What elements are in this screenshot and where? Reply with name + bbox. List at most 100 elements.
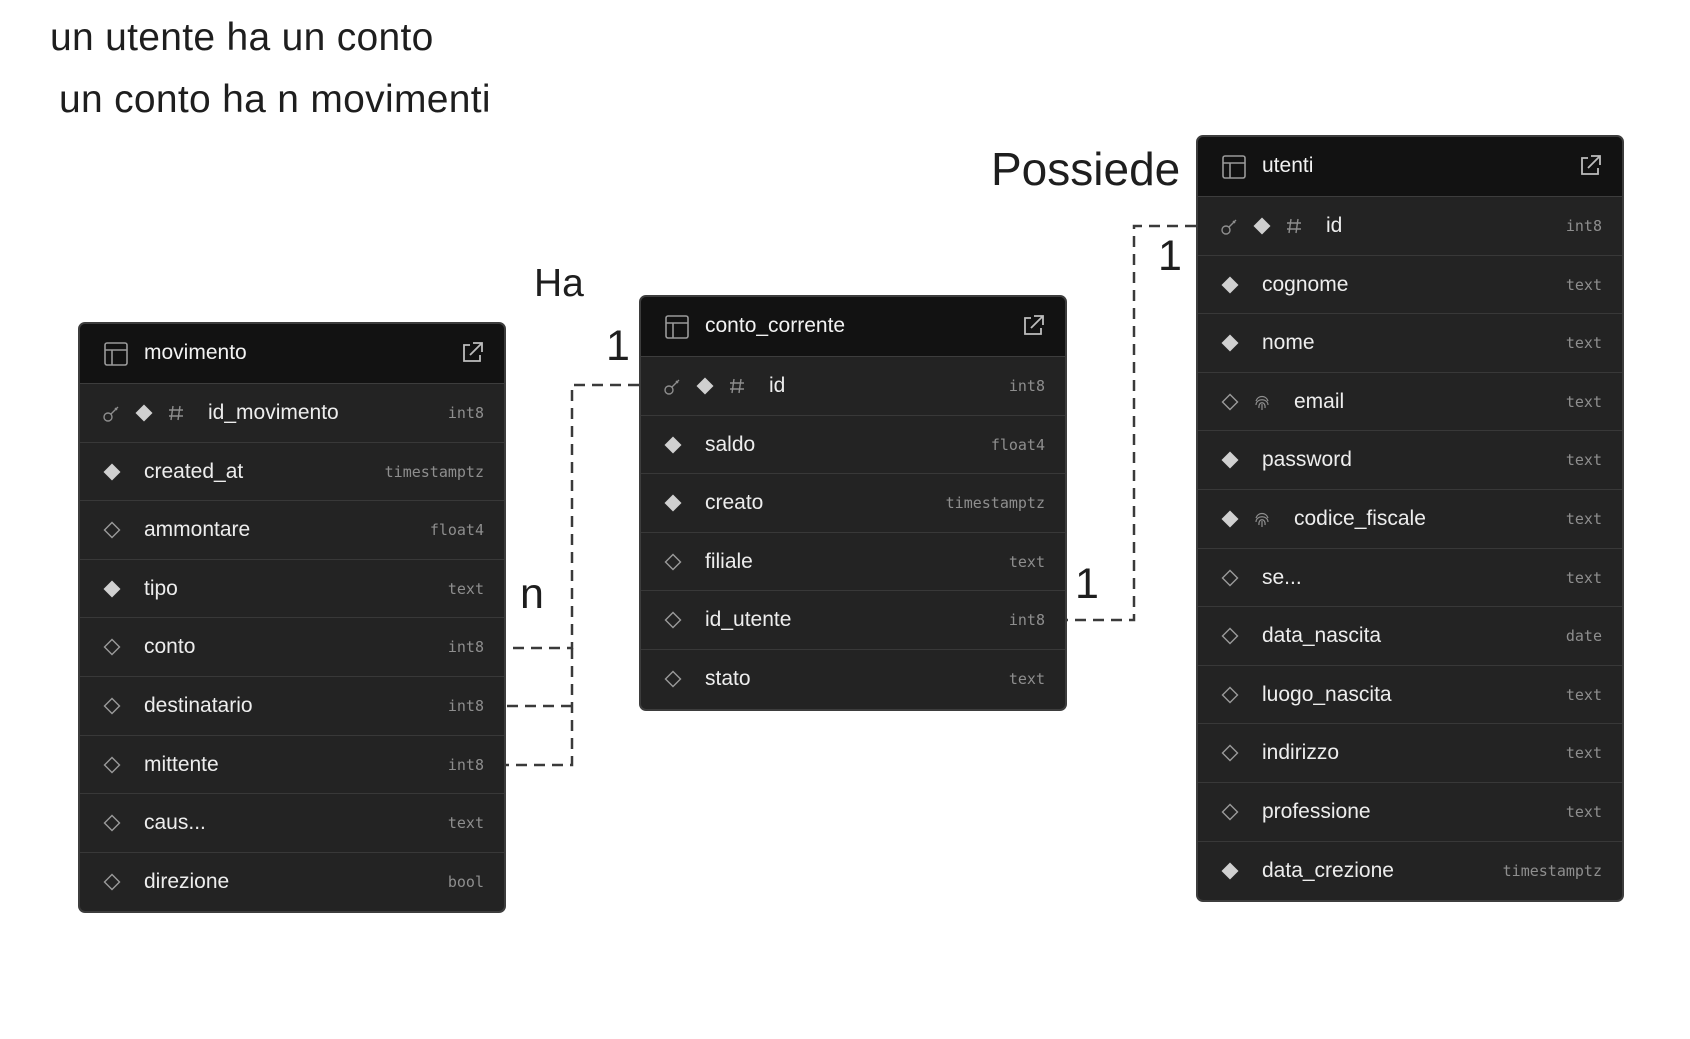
table-name: movimento [144,341,247,364]
column-type: text [1565,334,1602,353]
column-row[interactable]: ammontare float4 [80,501,504,560]
column-name: created_at [144,459,244,483]
column-name: destinatario [144,693,253,717]
hash-icon [730,378,744,394]
table-movimento[interactable]: movimento id_movimento int8 created_at t… [78,322,506,914]
filled-diamond-icon [1253,217,1271,235]
external-link-icon[interactable] [1577,153,1603,179]
outline-diamond-icon [1221,744,1239,762]
filled-diamond-icon [1221,451,1239,469]
column-row[interactable]: id_utente int8 [641,591,1065,650]
column-name: ammontare [144,518,251,542]
column-row[interactable]: data_crezione timestamptz [1198,842,1622,901]
external-link-icon[interactable] [1020,313,1046,339]
column-name: id_utente [705,608,792,632]
relation-label-ha: Ha [534,262,584,305]
column-name: creato [705,491,764,515]
column-row[interactable]: mittente int8 [80,736,504,795]
column-row[interactable]: professione text [1198,783,1622,842]
key-icon [103,406,119,422]
outline-diamond-icon [103,814,121,832]
column-name: filiale [705,549,753,573]
cardinality-ha-one: 1 [606,322,630,370]
column-row[interactable]: stato text [641,650,1065,709]
column-row[interactable]: data_nascita date [1198,607,1622,666]
column-type: text [1565,802,1602,821]
column-name: cognome [1262,272,1349,296]
column-row[interactable]: id int8 [1198,197,1622,256]
fingerprint-icon [1255,395,1269,410]
column-row[interactable]: created_at timestamptz [80,443,504,502]
outline-diamond-icon [103,521,121,539]
column-row[interactable]: id_movimento int8 [80,384,504,443]
column-type: timestamptz [945,494,1045,513]
column-row[interactable]: creato timestamptz [641,474,1065,533]
outline-diamond-icon [664,670,682,688]
external-link-icon[interactable] [459,340,485,366]
column-row[interactable]: destinatario int8 [80,677,504,736]
column-row[interactable]: conto int8 [80,618,504,677]
outline-diamond-icon [664,611,682,629]
outline-diamond-icon [103,873,121,891]
table-columns: id int8 saldo float4 creato timestamptz … [641,357,1065,709]
note-line-2: un conto ha n movimenti [59,78,491,121]
column-type: text [447,814,484,833]
column-row[interactable]: codice_fiscale text [1198,490,1622,549]
table-icon [104,342,128,366]
column-type: bool [447,872,484,891]
column-row[interactable]: indirizzo text [1198,724,1622,783]
column-row[interactable]: email text [1198,373,1622,432]
column-type: text [1565,509,1602,528]
column-name: password [1262,448,1352,472]
column-type: text [1008,552,1045,571]
outline-diamond-icon [1221,569,1239,587]
filled-diamond-icon [1221,862,1239,880]
filled-diamond-icon [135,404,153,422]
filled-diamond-icon [1221,276,1239,294]
column-name: caus... [144,811,206,835]
table-utenti[interactable]: utenti id int8 cognome text nome text em… [1196,135,1624,903]
outline-diamond-icon [1221,627,1239,645]
table-header: utenti [1198,137,1622,197]
column-name: professione [1262,799,1371,823]
cardinality-conto-one: 1 [1075,560,1099,608]
key-icon [664,379,680,395]
filled-diamond-icon [1221,334,1239,352]
relation-label-possiede: Possiede [991,143,1181,195]
table-conto-corrente[interactable]: conto_corrente id int8 saldo float4 crea… [639,295,1067,711]
column-type: text [1565,451,1602,470]
outline-diamond-icon [1221,803,1239,821]
filled-diamond-icon [696,377,714,395]
outline-diamond-icon [103,756,121,774]
column-name: direzione [144,869,230,893]
filled-diamond-icon [103,580,121,598]
column-name: id_movimento [208,401,339,424]
column-row[interactable]: password text [1198,431,1622,490]
column-row[interactable]: id int8 [641,357,1065,416]
column-type: int8 [1008,611,1045,630]
table-header: movimento [80,324,504,384]
column-name: saldo [705,432,756,456]
key-icon [1221,219,1237,235]
column-name: codice_fiscale [1294,506,1426,530]
table-name: conto_corrente [705,314,846,337]
column-type: int8 [447,404,484,422]
column-row[interactable]: luogo_nascita text [1198,666,1622,725]
column-row[interactable]: filiale text [641,533,1065,592]
column-type: int8 [447,755,484,774]
column-type: int8 [1565,217,1602,235]
column-type: text [1565,744,1602,763]
column-row[interactable]: caus... text [80,794,504,853]
column-name: mittente [144,752,219,776]
column-name: id [1326,214,1343,237]
column-row[interactable]: nome text [1198,314,1622,373]
column-row[interactable]: cognome text [1198,256,1622,315]
hash-icon [169,405,183,421]
column-name: data_crezione [1262,858,1394,882]
table-name: utenti [1262,154,1314,177]
column-row[interactable]: se... text [1198,549,1622,608]
column-row[interactable]: saldo float4 [641,416,1065,475]
column-row[interactable]: direzione bool [80,853,504,912]
column-row[interactable]: tipo text [80,560,504,619]
outline-diamond-icon [103,697,121,715]
